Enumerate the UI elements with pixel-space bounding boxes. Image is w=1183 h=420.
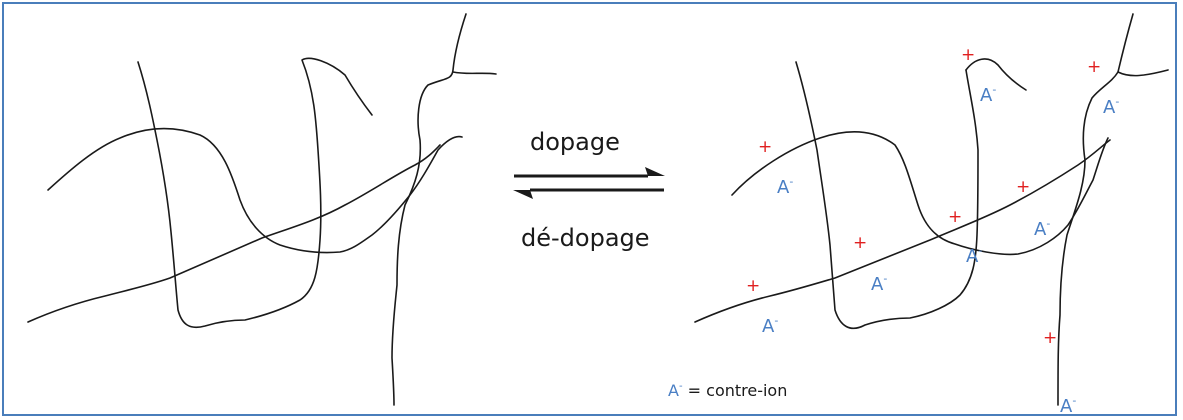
cation-plus: + [853, 233, 867, 253]
polymer-chain [452, 71, 497, 75]
polymer-chain [27, 144, 441, 323]
anion-label: A- [1034, 217, 1050, 240]
legend-text: = contre-ion [683, 381, 788, 400]
legend: A- = contre-ion [668, 381, 787, 400]
cation-plus: + [1016, 177, 1030, 197]
legend-symbol: A [668, 381, 679, 400]
undoped-polymer-network [27, 13, 497, 406]
anion-group: A- A- A- A- A- A- A- A- [762, 83, 1119, 417]
anion-label: A- [762, 314, 778, 337]
reverse-label: dé-dopage [521, 224, 650, 252]
cation-plus: + [758, 137, 772, 157]
polymer-chain [731, 131, 1109, 256]
polymer-chain [47, 127, 463, 254]
anion-label: A- [980, 83, 996, 106]
polymer-chain [1117, 69, 1169, 77]
legend-symbol-charge: - [679, 381, 683, 392]
forward-label: dopage [530, 128, 620, 156]
forward-arrowhead [645, 167, 665, 176]
anion-label: A- [966, 244, 982, 267]
doped-polymer-network [694, 13, 1169, 406]
reverse-arrowhead [513, 190, 533, 199]
diagram-frame [2, 2, 1177, 416]
polymer-chain [965, 58, 1027, 91]
polymer-chain [137, 57, 373, 329]
polymer-chain [694, 139, 1111, 323]
equilibrium-arrows [513, 167, 665, 199]
cation-plus: + [1043, 328, 1057, 348]
cation-plus: + [948, 207, 962, 227]
cation-plus: + [746, 276, 760, 296]
anion-label: A- [871, 272, 887, 295]
polymer-chain [391, 13, 467, 406]
cation-plus: + [1087, 57, 1101, 77]
anion-label: A- [1103, 95, 1119, 118]
cation-group: + + + + + + + + [746, 45, 1101, 348]
anion-label: A- [777, 175, 793, 198]
cation-plus: + [961, 45, 975, 65]
anion-label: A- [1060, 394, 1076, 417]
polymer-chain [795, 61, 979, 330]
